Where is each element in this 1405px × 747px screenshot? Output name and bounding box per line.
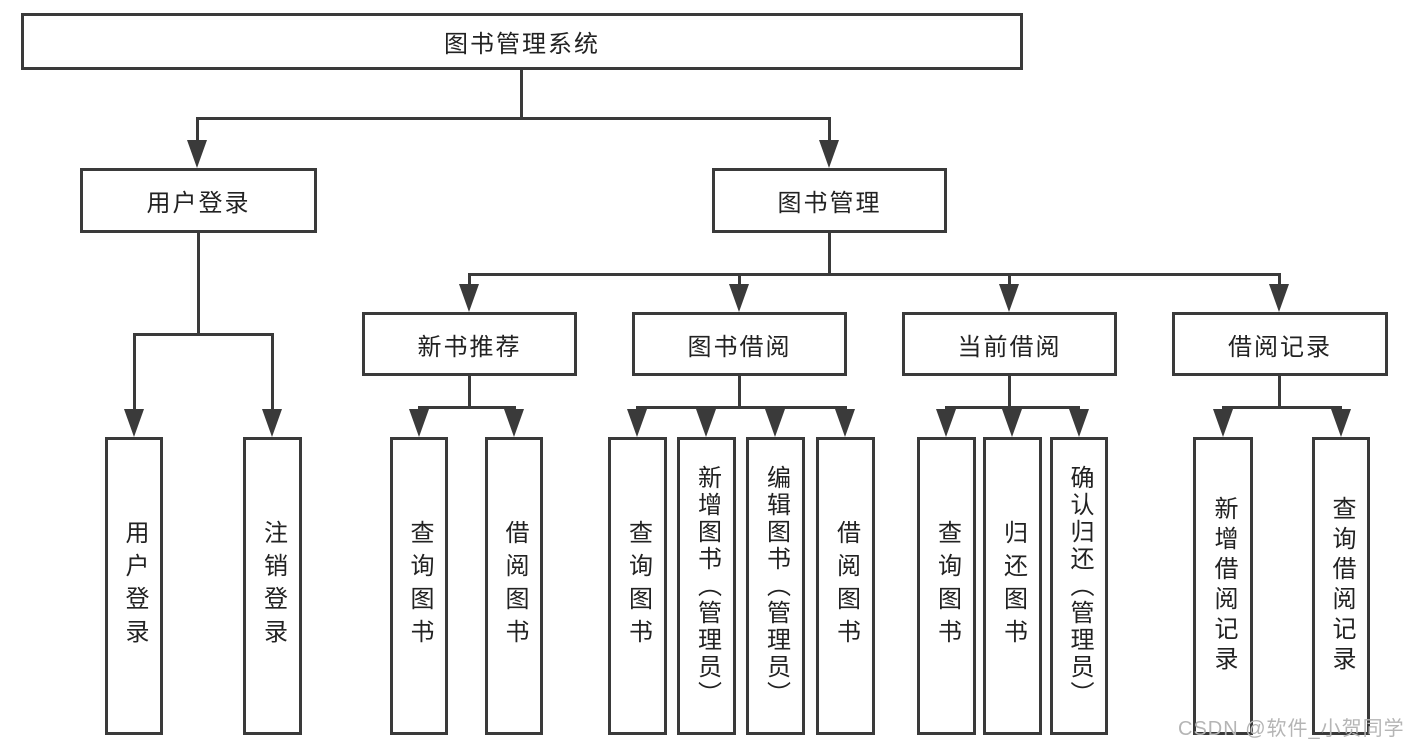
node-label: 用户登录 <box>121 520 148 652</box>
node-label: 归还图书 <box>999 520 1027 652</box>
node-borrowing-records: 借阅记录 <box>1172 312 1388 376</box>
node-label: 用户登录 <box>146 190 251 217</box>
arrowhead-down-icon <box>504 409 524 437</box>
node-label: 查询图书 <box>406 520 433 652</box>
node-label: 借阅图书 <box>832 520 860 652</box>
leaf-query-books-recommend: 查询图书 <box>390 437 448 735</box>
node-library-management-system: 图书管理系统 <box>21 13 1023 70</box>
leaf-add-books-admin: 新增图书（管理员） <box>677 437 736 735</box>
leaf-user-login: 用户登录 <box>105 437 163 735</box>
leaf-query-books-current: 查询图书 <box>917 437 976 735</box>
connector-line <box>468 273 1281 276</box>
connector-line <box>196 117 831 120</box>
connector-line <box>520 70 523 118</box>
node-book-borrowing: 图书借阅 <box>632 312 847 376</box>
connector-line <box>418 406 516 409</box>
arrowhead-down-icon <box>999 284 1019 312</box>
connector-line <box>1222 406 1342 409</box>
arrowhead-down-icon <box>936 409 956 437</box>
csdn-watermark: CSDN @软件_小贺同学 <box>1178 718 1405 740</box>
connector-line <box>738 376 741 409</box>
arrowhead-down-icon <box>262 409 282 437</box>
node-label: 借阅记录 <box>1228 333 1332 361</box>
leaf-query-books-borrowing: 查询图书 <box>608 437 667 735</box>
leaf-confirm-return-admin: 确认归还（管理员） <box>1050 437 1108 735</box>
connector-line <box>828 117 831 147</box>
node-label: 图书管理系统 <box>444 31 600 58</box>
node-user-login: 用户登录 <box>80 168 317 233</box>
node-book-management: 图书管理 <box>712 168 947 233</box>
node-label: 借阅图书 <box>501 520 528 652</box>
node-new-book-recommendation: 新书推荐 <box>362 312 577 376</box>
node-label: 图书借阅 <box>687 333 792 361</box>
arrowhead-down-icon <box>835 409 855 437</box>
leaf-return-books: 归还图书 <box>983 437 1042 735</box>
leaf-add-borrow-record: 新增借阅记录 <box>1193 437 1253 735</box>
connector-line <box>133 333 136 413</box>
node-label: 当前借阅 <box>957 333 1062 361</box>
connector-line <box>196 117 199 147</box>
arrowhead-down-icon <box>1331 409 1351 437</box>
arrowhead-down-icon <box>409 409 429 437</box>
arrowhead-down-icon <box>1269 284 1289 312</box>
arrowhead-down-icon <box>187 140 207 168</box>
connector-line <box>828 233 831 276</box>
connector-line <box>636 406 847 409</box>
connector-line <box>468 376 471 409</box>
node-label: 注销登录 <box>259 520 287 652</box>
arrowhead-down-icon <box>124 409 144 437</box>
connector-line <box>271 333 274 413</box>
node-label: 新增图书（管理员） <box>693 464 721 708</box>
arrowhead-down-icon <box>765 409 785 437</box>
leaf-borrow-books-recommend: 借阅图书 <box>485 437 543 735</box>
connector-line <box>468 273 471 289</box>
node-label: 查询图书 <box>624 520 652 652</box>
connector-line <box>133 333 274 336</box>
connector-line <box>1008 273 1011 289</box>
connector-line <box>197 233 200 336</box>
node-label: 新增借阅记录 <box>1210 496 1237 676</box>
node-label: 编辑图书（管理员） <box>762 464 790 708</box>
arrowhead-down-icon <box>1069 409 1089 437</box>
connector-line <box>1278 273 1281 289</box>
node-current-borrowing: 当前借阅 <box>902 312 1117 376</box>
connector-line <box>1278 376 1281 409</box>
arrowhead-down-icon <box>819 140 839 168</box>
connector-line <box>945 406 1080 409</box>
node-label: 图书管理 <box>777 190 882 217</box>
node-label: 查询借阅记录 <box>1328 496 1355 676</box>
leaf-borrow-books: 借阅图书 <box>816 437 875 735</box>
node-label: 新书推荐 <box>417 333 522 361</box>
connector-line <box>738 273 741 289</box>
node-label: 查询图书 <box>933 520 961 652</box>
arrowhead-down-icon <box>1002 409 1022 437</box>
leaf-logout: 注销登录 <box>243 437 302 735</box>
connector-line <box>1008 376 1011 409</box>
leaf-query-borrow-record: 查询借阅记录 <box>1312 437 1370 735</box>
arrowhead-down-icon <box>696 409 716 437</box>
node-label: 确认归还（管理员） <box>1066 464 1093 708</box>
arrowhead-down-icon <box>729 284 749 312</box>
arrowhead-down-icon <box>627 409 647 437</box>
arrowhead-down-icon <box>459 284 479 312</box>
arrowhead-down-icon <box>1213 409 1233 437</box>
leaf-edit-books-admin: 编辑图书（管理员） <box>746 437 805 735</box>
